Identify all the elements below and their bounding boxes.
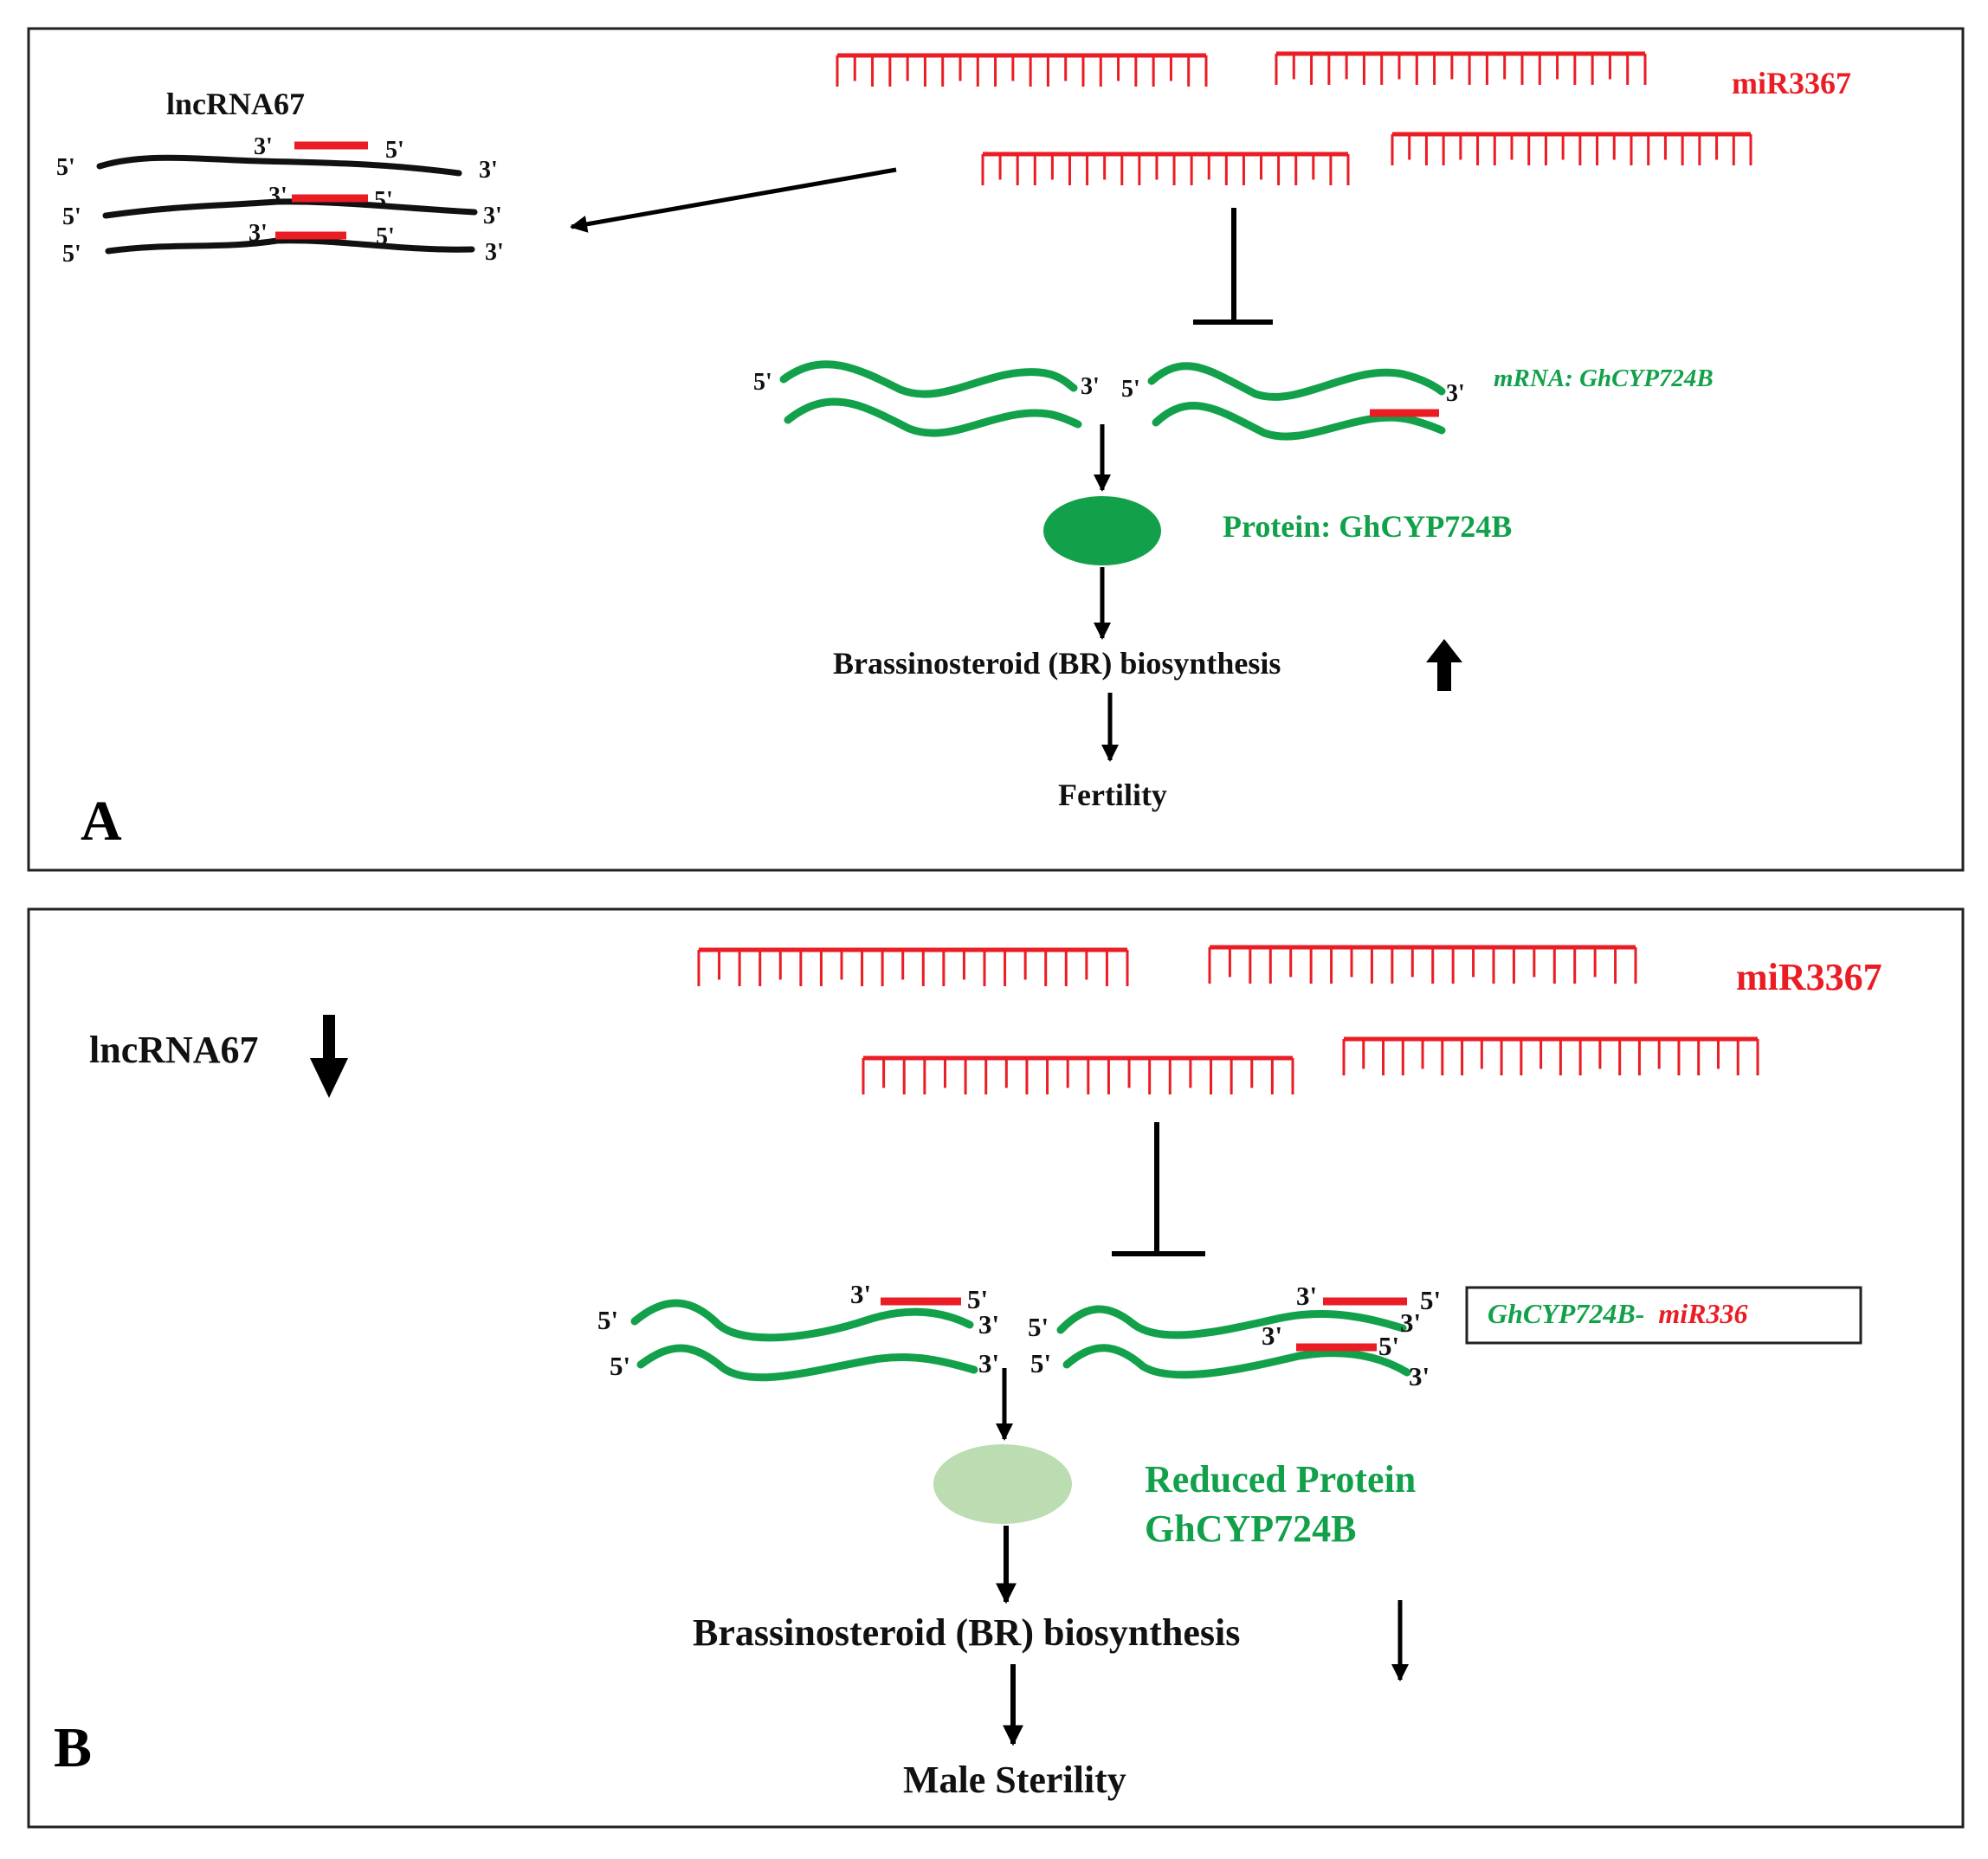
panel-letter: B <box>54 1716 92 1779</box>
mirna-comb <box>1275 51 1647 85</box>
mrna-strand <box>779 360 1078 398</box>
lncrna-5-end-label: 5' <box>62 241 81 268</box>
mrna-3-end-label: 3' <box>1296 1281 1317 1311</box>
mrna-3-end-label: 3' <box>1400 1307 1421 1338</box>
complex-mirna-label: miR336 <box>1658 1298 1747 1329</box>
lncrna-3-end-label: 3' <box>485 239 504 266</box>
mirna-label: miR3367 <box>1732 66 1851 100</box>
mirna-comb <box>1391 132 1752 165</box>
mrna-3-end-label: 3' <box>978 1309 999 1339</box>
sponge-arrow <box>570 167 897 233</box>
lncrna-5-end-label: 5' <box>385 137 404 164</box>
mrna-5-end-label: 5' <box>1030 1348 1051 1378</box>
lncrna-5-end-label: 5' <box>376 223 395 250</box>
outcome-label: Male Sterility <box>903 1759 1126 1801</box>
inhibition-symbol <box>1193 208 1273 325</box>
outcome-label: Fertility <box>1058 778 1167 812</box>
mirna-comb <box>862 1055 1294 1094</box>
mrna-5-end-label: 5' <box>597 1305 618 1335</box>
lncrna-5-end-label: 5' <box>374 187 393 214</box>
panel-a: miR3367 lncRNA67 5' 3' 3' 5' 5' 3' 3' 5'… <box>27 27 1965 872</box>
lncrna-mirna-binding-sites <box>275 141 368 240</box>
mirna-comb <box>981 152 1350 185</box>
lncrna-down-arrow <box>310 1015 348 1098</box>
lncrna-5-end-label: 5' <box>56 154 75 181</box>
mirna-comb <box>1208 945 1637 984</box>
panel-b-frame <box>27 907 1965 1829</box>
br-up-arrow <box>1426 639 1462 691</box>
mrna-5-end-label: 5' <box>967 1284 988 1314</box>
br-biosynthesis-label: Brassinosteroid (BR) biosynthesis <box>693 1611 1240 1654</box>
inhibition-symbol <box>1112 1122 1205 1256</box>
mrna-strand <box>1062 1344 1411 1379</box>
complex-gene-label: GhCYP724B- <box>1488 1298 1644 1329</box>
complex-label: GhCYP724B- miR336 <box>1488 1298 1747 1329</box>
mrna-strand <box>636 1344 978 1382</box>
mrna-strands <box>779 360 1446 441</box>
lncrna-3-end-label: 3' <box>483 203 502 229</box>
protein-ellipse <box>1043 496 1161 565</box>
lncrna-strand <box>105 237 475 255</box>
mrna-5-end-label: 5' <box>1420 1285 1441 1315</box>
mrna-3-end-label: 3' <box>850 1279 871 1309</box>
mrna-strand <box>1152 402 1446 441</box>
lncrna-strands <box>96 154 478 255</box>
mrna-3-end-label: 3' <box>1081 373 1100 400</box>
mrna-strand <box>630 1299 974 1342</box>
mrna-strand <box>784 397 1082 437</box>
mirna-comb-group-a <box>836 51 1752 185</box>
mrna-strand <box>1056 1305 1407 1339</box>
protein-label-line1: Reduced Protein <box>1145 1458 1416 1501</box>
protein-label-line2: GhCYP724B <box>1145 1507 1356 1550</box>
lncrna-3-end-label: 3' <box>254 133 273 160</box>
panel-letter: A <box>81 790 122 853</box>
lncrna-3-end-label: 3' <box>248 220 268 247</box>
mrna-5-end-label: 5' <box>1121 376 1140 403</box>
br-biosynthesis-label: Brassinosteroid (BR) biosynthesis <box>833 646 1281 681</box>
mrna-label: mRNA: GhCYP724B <box>1494 365 1714 392</box>
lncrna-label: lncRNA67 <box>166 87 305 121</box>
protein-label: Protein: GhCYP724B <box>1223 509 1512 544</box>
mrna-strands <box>630 1299 1411 1382</box>
mrna-5-end-label: 5' <box>753 369 772 396</box>
mrna-3-end-label: 3' <box>1409 1361 1430 1391</box>
mrna-3-end-label: 3' <box>1262 1320 1282 1351</box>
reduced-protein-ellipse <box>933 1444 1072 1524</box>
mirna-binding-sites <box>881 1297 1407 1352</box>
mrna-5-end-label: 5' <box>1378 1331 1399 1361</box>
mirna-comb <box>1342 1036 1759 1075</box>
mrna-strand <box>1147 362 1446 401</box>
mirna-comb <box>697 947 1129 986</box>
mirna-comb <box>836 53 1208 87</box>
panel-a-frame <box>27 27 1965 872</box>
complex-label-box <box>1465 1286 1862 1345</box>
lncrna-3-end-label: 3' <box>479 157 498 184</box>
mirna-comb-group-b <box>697 945 1759 1094</box>
mrna-3-end-label: 3' <box>1446 380 1465 407</box>
mrna-5-end-label: 5' <box>610 1351 630 1381</box>
panel-b: miR3367 lncRNA67 5' 5' 3' 5' 3' <box>27 907 1965 1829</box>
mrna-3-end-label: 3' <box>978 1348 999 1378</box>
mirna-label: miR3367 <box>1736 956 1882 998</box>
lncrna-5-end-label: 5' <box>62 203 81 230</box>
lncrna-strand <box>102 198 478 219</box>
lncrna-3-end-label: 3' <box>268 183 287 210</box>
mrna-5-end-label: 5' <box>1028 1312 1049 1342</box>
lncrna-label: lncRNA67 <box>89 1029 259 1071</box>
lncrna-strand <box>96 154 462 177</box>
